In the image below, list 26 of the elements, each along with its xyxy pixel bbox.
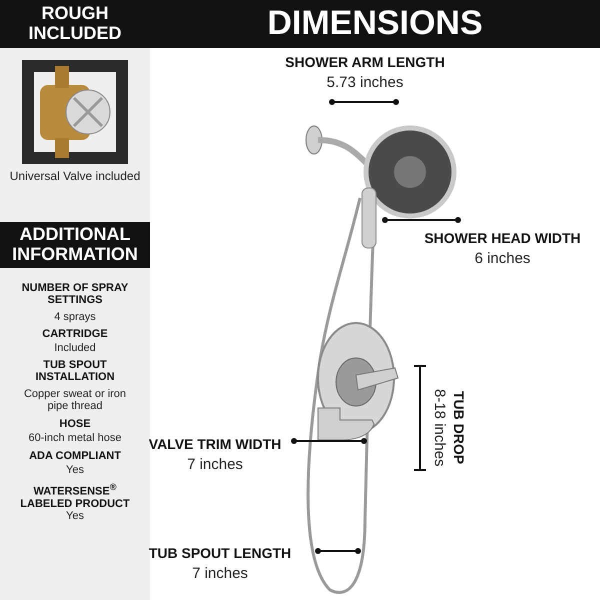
dimension-name: TUB SPOUT LENGTH [148, 546, 292, 563]
spec-name: TUB SPOUT INSTALLATION [34, 359, 116, 386]
spec-name: WATERSENSE$^{®}$ LABELED PRODUCT [19, 482, 131, 510]
title-banner: DIMENSIONS [150, 0, 600, 48]
dimension-value: 8-18 inches [430, 388, 447, 469]
dimension-value: 7 inches [186, 457, 244, 475]
spec-name: HOSE [58, 418, 92, 432]
spec-value: 4 sprays [53, 311, 97, 325]
spec-value: Yes [65, 464, 85, 478]
dimension-name: VALVE TRIM WIDTH [148, 437, 282, 454]
spec-value: Copper sweat or iron pipe thread [22, 388, 128, 414]
dimension-name: TUB DROP [450, 390, 466, 467]
spec-name: CARTRIDGE [41, 328, 109, 342]
spec-value: 60-inch metal hose [28, 432, 122, 446]
dimension-name: SHOWER HEAD WIDTH [423, 231, 582, 248]
image-caption: Universal Valve included [8, 170, 142, 185]
dimension-value: 5.73 inches [326, 75, 404, 93]
dimension-value: 7 inches [191, 566, 249, 584]
spec-name: ADA COMPLIANT [28, 450, 122, 464]
header-banner: ADDITIONAL INFORMATION [0, 222, 150, 268]
spec-value: Yes [65, 510, 85, 524]
header-banner: ROUGH INCLUDED [0, 0, 150, 48]
spec-value: Included [53, 342, 97, 356]
dimension-value: 6 inches [474, 251, 532, 269]
dimension-name: SHOWER ARM LENGTH [284, 55, 446, 72]
spec-name: NUMBER OF SPRAY SETTINGS [20, 282, 130, 308]
